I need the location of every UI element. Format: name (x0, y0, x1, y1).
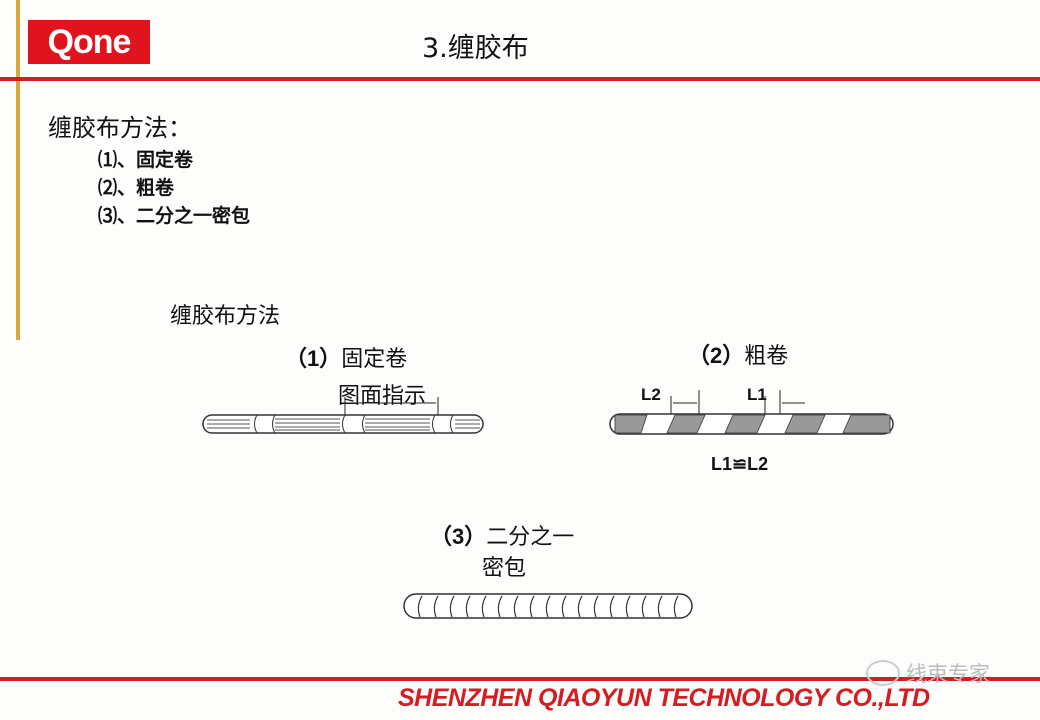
company-logo: Qone (28, 20, 150, 64)
fig2-relation: L1≌L2 (711, 454, 768, 475)
fig3-label-line2: 密包 (482, 556, 527, 581)
fig3-text1: 二分之一 (486, 525, 575, 550)
footer-divider (0, 677, 1040, 681)
fig3-label-line1: （3）二分之一 (430, 519, 574, 551)
half-overlap-wrap-cable-figure (403, 593, 693, 619)
fig3-num: （3） (430, 524, 487, 549)
fig1-annotation: 图面指示 (338, 384, 427, 409)
logo-text: Qone (47, 22, 132, 61)
diagram-subtitle: 缠胶布方法 (170, 304, 281, 329)
relation-text: L1≌L2 (711, 454, 769, 474)
fig1-num: （1） (285, 346, 342, 371)
list-item: ⑶、二分之一密包 (98, 205, 251, 227)
list-item: ⑴、固定卷 (98, 149, 194, 171)
l1-label: L1 (747, 385, 767, 404)
list-item: ⑵、粗卷 (98, 177, 175, 199)
wechat-icon (866, 660, 900, 686)
fixed-wrap-cable-figure (202, 397, 484, 434)
fig2-num: （2） (688, 343, 745, 368)
method-list: ⑴、固定卷 ⑵、粗卷 ⑶、二分之一密包 (98, 146, 250, 230)
fig2-text: 粗卷 (744, 344, 789, 369)
header-divider (0, 77, 1040, 81)
intro-heading: 缠胶布方法： (48, 114, 192, 142)
company-name: SHENZHEN QIAOYUN TECHNOLOGY CO.,LTD (398, 684, 930, 712)
accent-bar (16, 0, 20, 340)
page-title: 3.缠胶布 (422, 33, 529, 64)
l2-label: L2 (641, 385, 661, 404)
watermark: 线束专家 (866, 658, 990, 688)
fig1-label: （1）固定卷 (285, 341, 407, 373)
watermark-text: 线束专家 (906, 662, 990, 686)
coarse-wrap-cable-figure: L2 L1 (609, 385, 894, 435)
fig1-text: 固定卷 (341, 347, 408, 372)
fig2-label: （2）粗卷 (688, 338, 788, 370)
